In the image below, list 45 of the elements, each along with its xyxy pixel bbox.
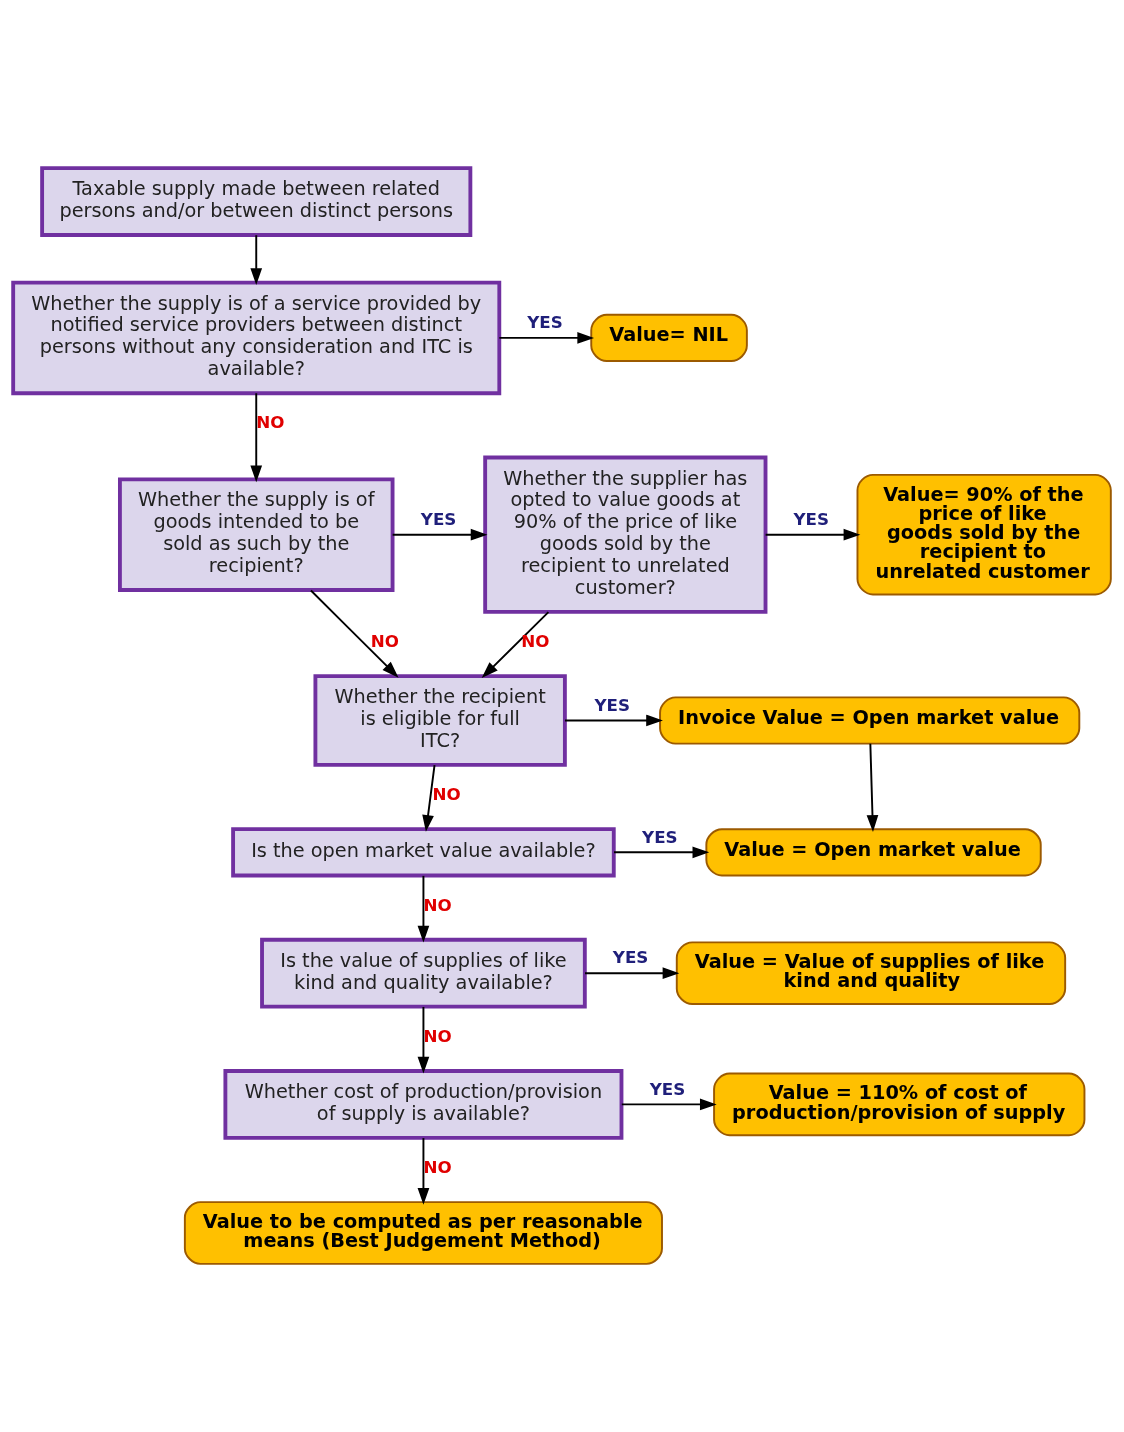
edge-label: YES: [527, 312, 563, 333]
node-box: Taxable supply made between related persons and/or between distinct persons: [40, 166, 473, 237]
arrow: [613, 846, 710, 859]
node-box: Whether the supply is of goods intended to be sold as such by the recipient?: [118, 477, 395, 592]
edge-label: NO: [370, 631, 399, 652]
arrow: [498, 332, 595, 344]
edge-label: YES: [793, 508, 830, 529]
edge-label: NO: [256, 412, 285, 433]
arrow: [417, 874, 430, 943]
edge-label: NO: [423, 1157, 452, 1178]
edge-label: NO: [521, 631, 550, 652]
arrow: [481, 611, 550, 679]
node-box: Whether cost of production/provision of supply is available?: [223, 1069, 624, 1140]
arrow: [620, 1098, 717, 1111]
arrow: [250, 392, 263, 483]
node-box: Value = Open market value: [705, 828, 1042, 877]
node-box: Whether the supplier has opted to value goods at 90% of the price of like goods sold by the recipient to unrelated customer?: [483, 455, 768, 614]
edge-label: YES: [612, 947, 649, 968]
node-box: Value= NIL: [590, 313, 748, 362]
node-box: Invoice Value = Open market value: [659, 696, 1081, 745]
edge-label: YES: [642, 826, 678, 847]
arrow: [417, 1137, 430, 1205]
arrow: [866, 742, 879, 832]
edge-label: NO: [423, 894, 452, 915]
arrow: [391, 528, 488, 541]
arrow: [584, 967, 680, 980]
arrow: [250, 234, 263, 286]
edge-label: YES: [420, 508, 457, 529]
node-box: Is the value of supplies of like kind and quality available?: [260, 937, 587, 1009]
edge-label: YES: [594, 694, 631, 715]
edge-label: NO: [423, 1025, 452, 1046]
node-box: Value to be computed as per reasonable means (Best Judgement Method): [183, 1201, 663, 1265]
edge-label: NO: [432, 784, 461, 805]
arrow: [564, 714, 663, 727]
node-box: Is the open market value available?: [231, 827, 616, 878]
node-box: Value = 110% of cost of production/provision of supply: [713, 1072, 1086, 1137]
arrow: [417, 1005, 430, 1074]
arrow: [422, 764, 436, 832]
node-box: Whether the recipient is eligible for full ITC?: [313, 674, 567, 767]
node-box: Value= 90% of the price of like goods sold by the recipient to unrelated customer: [856, 473, 1112, 596]
edge-label: YES: [649, 1078, 686, 1099]
arrow: [309, 589, 399, 678]
arrow: [764, 528, 861, 541]
node-box: Whether the supply is of a service provided by notified service providers between distinct persons without any consideration and ITC is available?: [11, 280, 502, 396]
node-box: Value = Value of supplies of like kind and quality: [675, 941, 1067, 1006]
